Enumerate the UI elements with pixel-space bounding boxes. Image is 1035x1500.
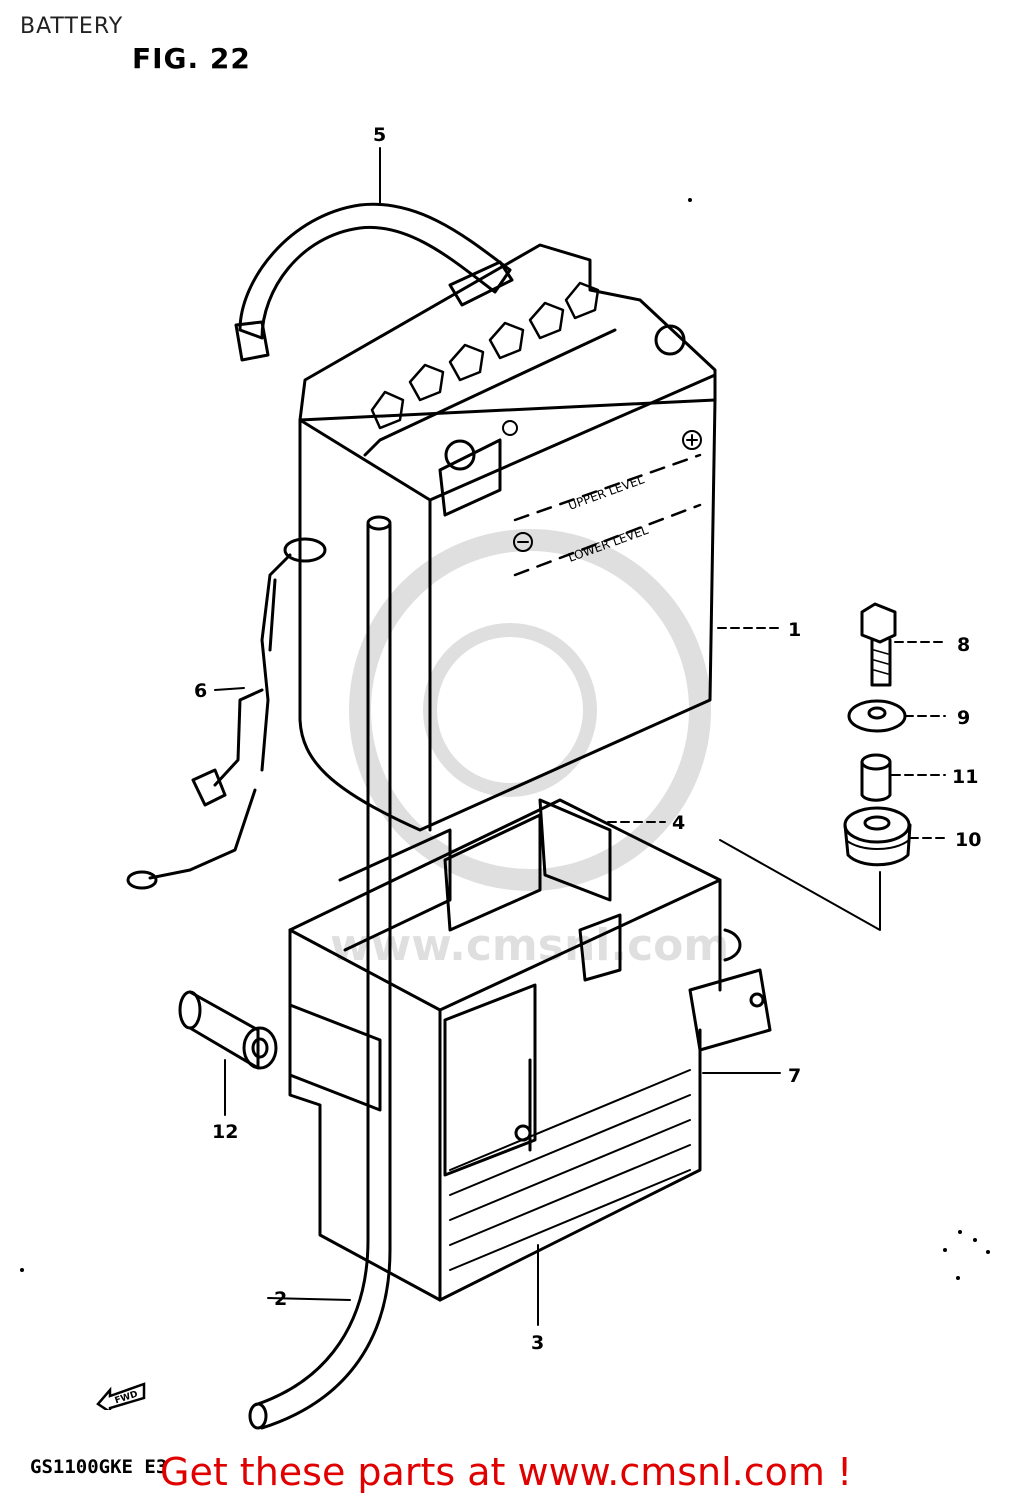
tray-cushion	[178, 990, 278, 1070]
callout-5: 5	[373, 124, 386, 146]
callout-7: 7	[788, 1065, 801, 1087]
battery: UPPER LEVEL LOWER LEVEL	[298, 243, 717, 832]
figure-label: FIG. 22	[132, 42, 251, 75]
bolt	[860, 602, 897, 687]
callout-12: 12	[212, 1121, 238, 1143]
model-code: GS1100GKE E3	[30, 1456, 168, 1478]
negative-cable	[126, 537, 327, 890]
page-title: BATTERY	[20, 14, 124, 39]
callout-3: 3	[531, 1332, 544, 1354]
spacer	[860, 753, 892, 802]
grommet	[843, 806, 912, 867]
leader-lines	[214, 147, 946, 1326]
callout-6: 6	[194, 680, 207, 702]
callout-9: 9	[957, 707, 970, 729]
washer	[847, 699, 907, 733]
callout-8: 8	[957, 634, 970, 656]
footer-link[interactable]: Get these parts at www.cmsnl.com !	[160, 1450, 853, 1494]
callout-4: 4	[672, 812, 685, 834]
callout-11: 11	[952, 766, 978, 788]
breather-tube	[248, 515, 392, 1430]
lower-level-label: LOWER LEVEL	[566, 523, 650, 565]
callout-2: 2	[274, 1288, 287, 1310]
watermark-text: www.cmsnl.com	[330, 920, 729, 971]
battery-tray	[288, 798, 772, 1302]
callout-10: 10	[955, 829, 981, 851]
callout-1: 1	[788, 619, 801, 641]
forward-arrow-icon: FWD	[96, 1382, 146, 1410]
upper-level-label: UPPER LEVEL	[566, 472, 646, 513]
battery-strap	[234, 202, 514, 362]
